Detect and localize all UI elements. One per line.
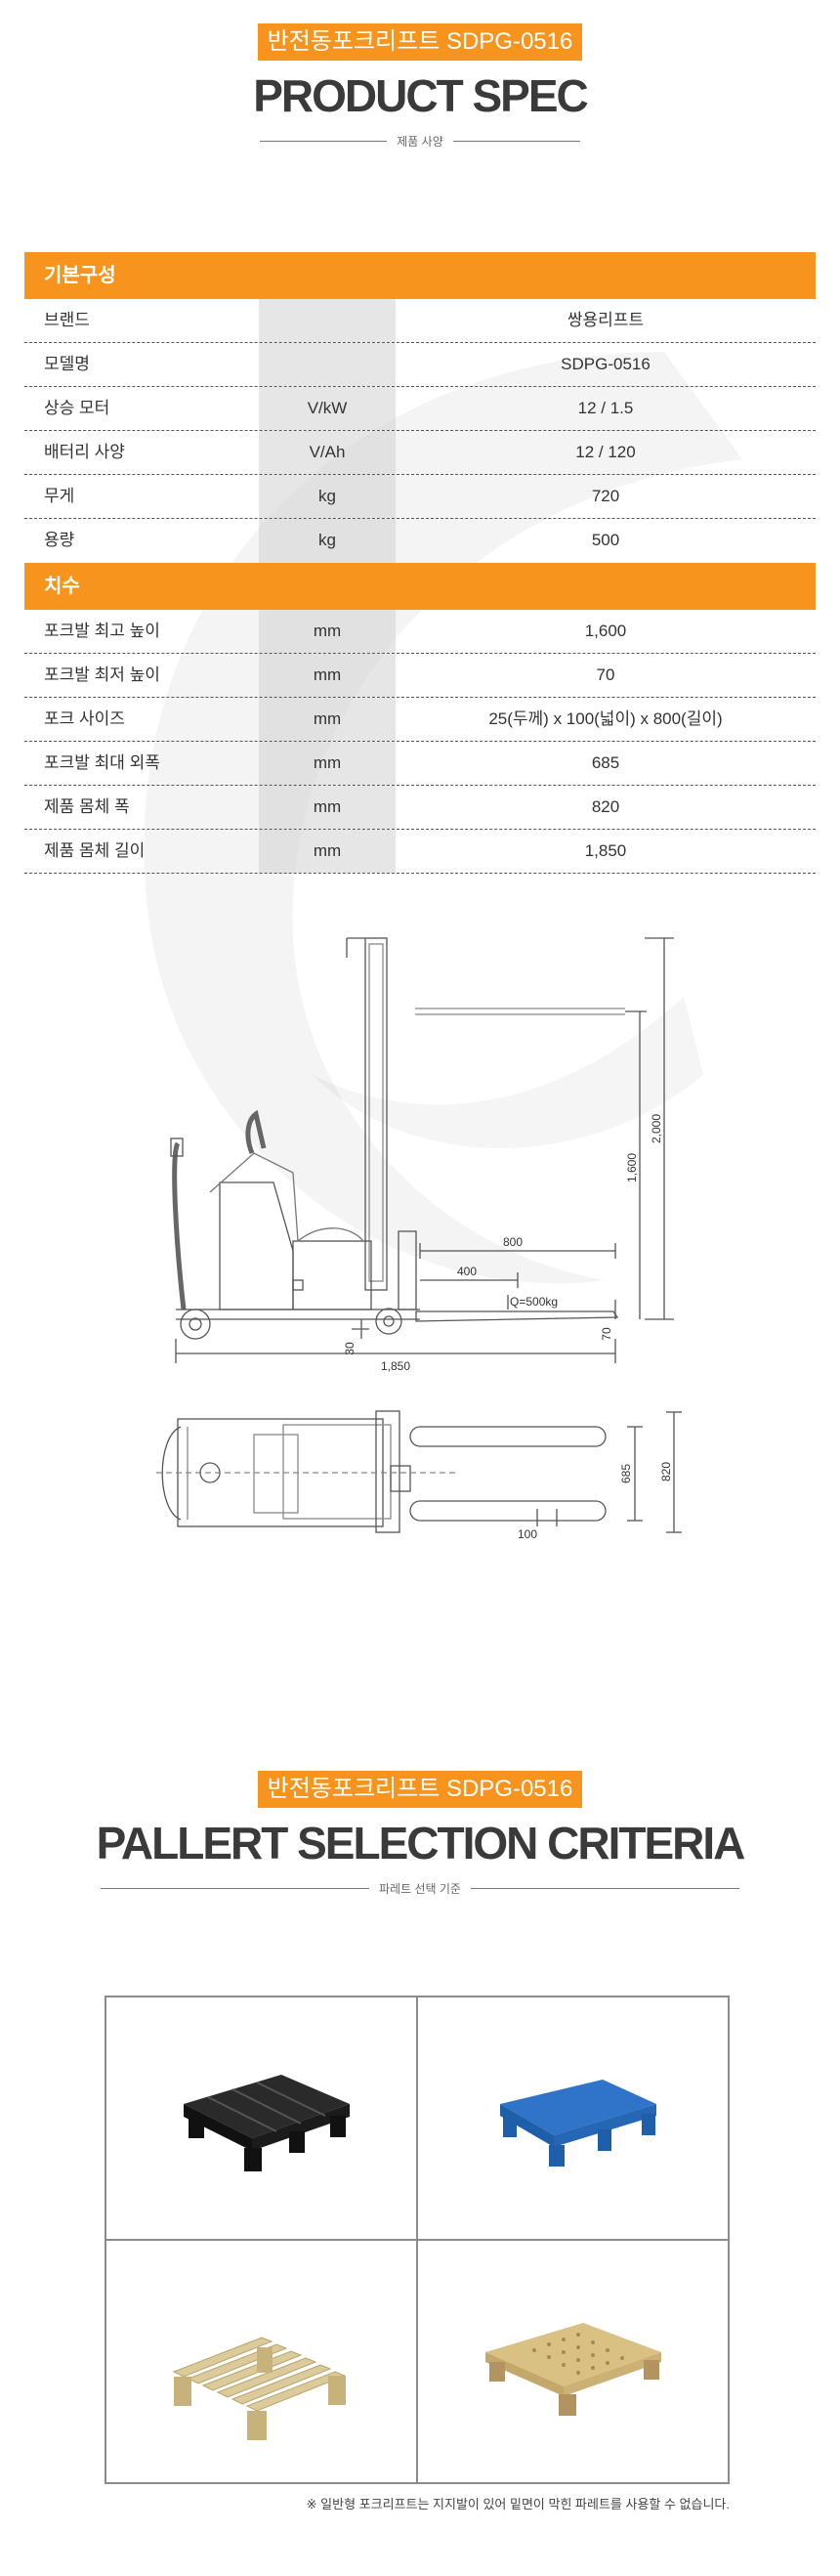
spec-unit: V/kW: [259, 387, 396, 430]
pallet-cell: [105, 1996, 417, 2240]
spec-name: 무게: [44, 487, 75, 505]
blue-plastic-pallet-image: [499, 2079, 656, 2167]
spec-name: 포크발 최고 높이: [44, 622, 160, 640]
spec-value: 12 / 1.5: [577, 399, 634, 417]
dim-800-label: 800: [503, 1235, 523, 1249]
dim-70-label: 70: [600, 1327, 613, 1341]
section-title: PALLERT SELECTION CRITERIA: [96, 1818, 746, 1868]
dim-400-label: 400: [457, 1265, 477, 1278]
spec-name: 모델명: [44, 355, 90, 373]
table-row: 제품 몸체 길이 mm 1,850: [24, 830, 816, 874]
load-label: Q=500kg: [510, 1295, 558, 1309]
table-row: 배터리 사양 V/Ah 12 / 120: [24, 431, 816, 475]
spec-name: 제품 몸체 폭: [44, 797, 130, 816]
spec-value: 1,600: [584, 622, 627, 640]
spec-name: 포크발 최대 외폭: [44, 753, 160, 772]
divider: [101, 1888, 370, 1889]
top-view: [156, 1410, 682, 1533]
spec-unit: kg: [259, 519, 396, 563]
model-badge: 반전동포크리프트 SDPG-0516: [257, 1771, 583, 1808]
subtitle-row: 제품 사양: [0, 133, 840, 150]
black-plastic-pallet-image: [183, 2074, 350, 2171]
table-row: 용량 kg 500: [24, 519, 816, 563]
divider: [470, 1888, 739, 1889]
pallet-header: 반전동포크리프트 SDPG-0516 PALLERT SELECTION CRI…: [0, 1771, 840, 1897]
table-row: 모델명 SDPG-0516: [24, 343, 816, 387]
dimension-drawing: 2,000 1,600 800 400 Q=500kg 70 30 1,850 …: [156, 937, 682, 1541]
spec-header: 반전동포크리프트 SDPG-0516 PRODUCT SPEC 제품 사양: [0, 23, 840, 150]
spec-name: 제품 몸체 길이: [44, 841, 146, 860]
spec-name: 포크발 최저 높이: [44, 665, 160, 684]
section-subtitle: 파레트 선택 기준: [379, 1882, 461, 1896]
spec-value: 685: [591, 753, 620, 772]
page-subtitle: 제품 사양: [397, 135, 443, 149]
dim-1600-label: 1,600: [625, 1153, 639, 1182]
section-header-dimensions: 치수: [24, 563, 816, 610]
spec-value: 쌍용리프트: [567, 311, 645, 329]
spec-value: 720: [591, 487, 620, 505]
dim-820-label: 820: [659, 1462, 673, 1481]
perforated-wooden-pallet-image: [484, 2322, 661, 2416]
spec-value: 70: [596, 665, 615, 684]
spec-unit: mm: [259, 786, 396, 829]
spec-unit: mm: [259, 654, 396, 697]
spec-unit: mm: [259, 742, 396, 785]
model-badge: 반전동포크리프트 SDPG-0516: [257, 23, 583, 61]
spec-unit: kg: [259, 475, 396, 518]
pallet-cell: [417, 2240, 729, 2483]
pallet-grid: [105, 1996, 730, 2484]
subtitle-row: 파레트 선택 기준: [0, 1880, 840, 1897]
spec-value: 12 / 120: [575, 443, 636, 461]
spec-unit: [259, 343, 396, 386]
dim-2000-label: 2,000: [650, 1114, 663, 1143]
divider: [452, 141, 580, 142]
spec-unit: mm: [259, 698, 396, 741]
spec-name: 상승 모터: [44, 399, 110, 417]
dim-1850-label: 1,850: [381, 1359, 410, 1373]
table-row: 포크발 최고 높이 mm 1,600: [24, 610, 816, 654]
spec-name: 포크 사이즈: [44, 709, 125, 728]
spec-value: 820: [591, 797, 620, 816]
table-row: 제품 몸체 폭 mm 820: [24, 786, 816, 830]
spec-value: 500: [591, 531, 620, 549]
spec-unit: [259, 299, 396, 342]
dim-30-label: 30: [343, 1342, 357, 1355]
pallet-note: ※ 일반형 포크리프트는 지지발이 있어 밑면이 막힌 파레트를 사용할 수 없…: [306, 2497, 730, 2512]
spec-name: 용량: [44, 531, 75, 549]
spec-value: SDPG-0516: [561, 355, 651, 373]
table-row: 포크 사이즈 mm 25(두께) x 100(넓이) x 800(길이): [24, 698, 816, 742]
spec-table: 기본구성 브랜드 쌍용리프트 모델명 SDPG-0516 상승 모터 V/kW 12 /…: [24, 252, 816, 874]
wooden-pallet-image: [172, 2336, 346, 2440]
pallet-cell: [417, 1996, 729, 2240]
table-row: 무게 kg 720: [24, 475, 816, 519]
spec-unit: mm: [259, 830, 396, 873]
table-row: 포크발 최저 높이 mm 70: [24, 654, 816, 698]
spec-value: 25(두께) x 100(넓이) x 800(길이): [488, 709, 723, 728]
divider: [260, 141, 388, 142]
table-row: 포크발 최대 외폭 mm 685: [24, 742, 816, 786]
table-row: 상승 모터 V/kW 12 / 1.5: [24, 387, 816, 431]
spec-unit: mm: [259, 610, 396, 653]
spec-value: 1,850: [584, 841, 627, 860]
side-view: [170, 937, 674, 1363]
table-row: 브랜드 쌍용리프트: [24, 299, 816, 343]
dim-100-label: 100: [518, 1527, 537, 1541]
page-title: PRODUCT SPEC: [253, 70, 588, 121]
pallet-cell: [105, 2240, 417, 2483]
spec-unit: V/Ah: [259, 431, 396, 474]
section-header-basic: 기본구성: [24, 252, 816, 299]
spec-name: 브랜드: [44, 311, 90, 329]
spec-name: 배터리 사양: [44, 443, 125, 461]
dim-685-label: 685: [619, 1464, 633, 1483]
